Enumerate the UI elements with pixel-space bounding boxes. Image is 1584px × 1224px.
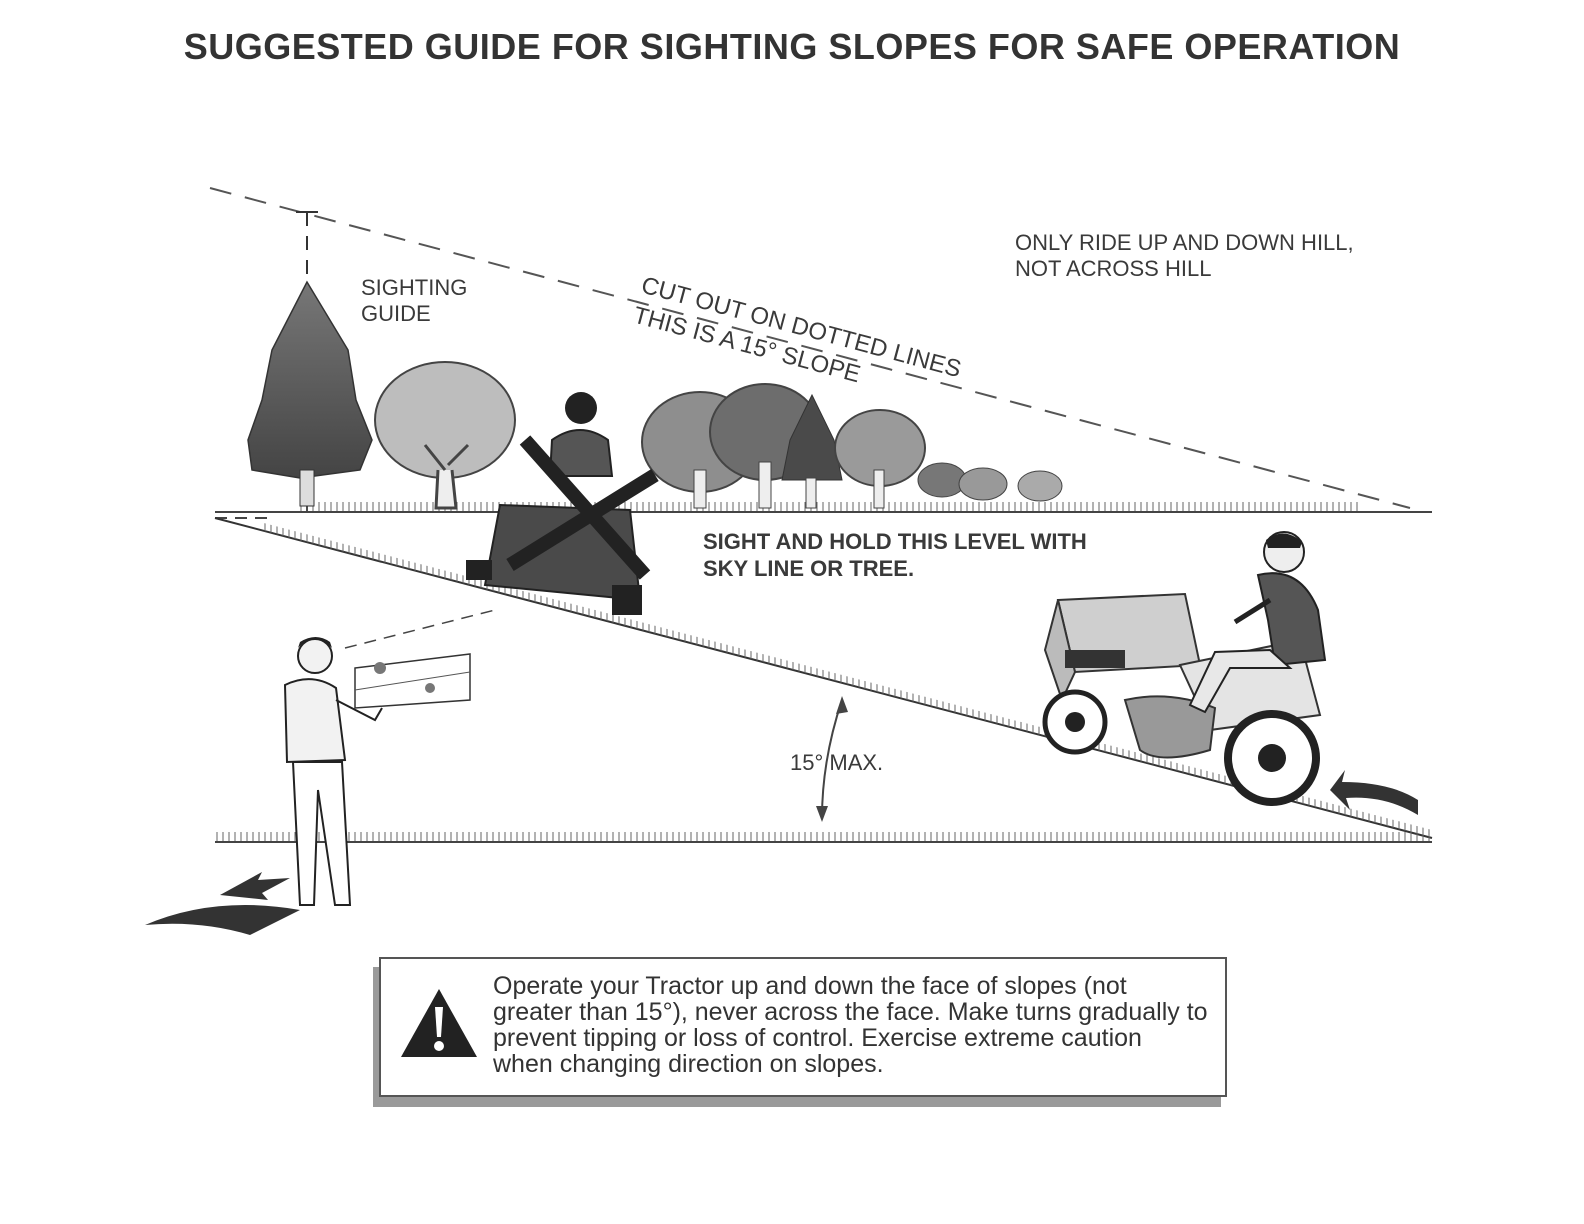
horizon-level-line xyxy=(215,502,1432,518)
sighting-guide-label-2: GUIDE xyxy=(361,301,431,326)
sighting-card-icon xyxy=(345,610,495,708)
sight-level-label-2: SKY LINE OR TREE. xyxy=(703,556,914,581)
pine-tree-icon xyxy=(248,282,372,506)
warning-text: Operate your Tractor up and down the fac… xyxy=(493,973,1208,1077)
max-angle-label: 15° MAX. xyxy=(790,750,883,775)
sighting-guide-label: SIGHTING xyxy=(361,275,467,300)
warning-triangle-icon xyxy=(399,987,479,1059)
ride-instruction-label-2: NOT ACROSS HILL xyxy=(1015,256,1211,281)
tree-group xyxy=(642,384,1062,508)
warning-box: Operate your Tractor up and down the fac… xyxy=(379,957,1227,1097)
ride-instruction-label: ONLY RIDE UP AND DOWN HILL, xyxy=(1015,230,1354,255)
deciduous-tree-icon xyxy=(375,362,515,508)
sight-level-label: SIGHT AND HOLD THIS LEVEL WITH xyxy=(703,529,1087,554)
slope-diagram: SIGHTING GUIDE CUT OUT ON DOTTED LINES T… xyxy=(0,0,1584,950)
tractor-rider-icon xyxy=(1045,532,1325,802)
ground-line xyxy=(215,832,1432,842)
